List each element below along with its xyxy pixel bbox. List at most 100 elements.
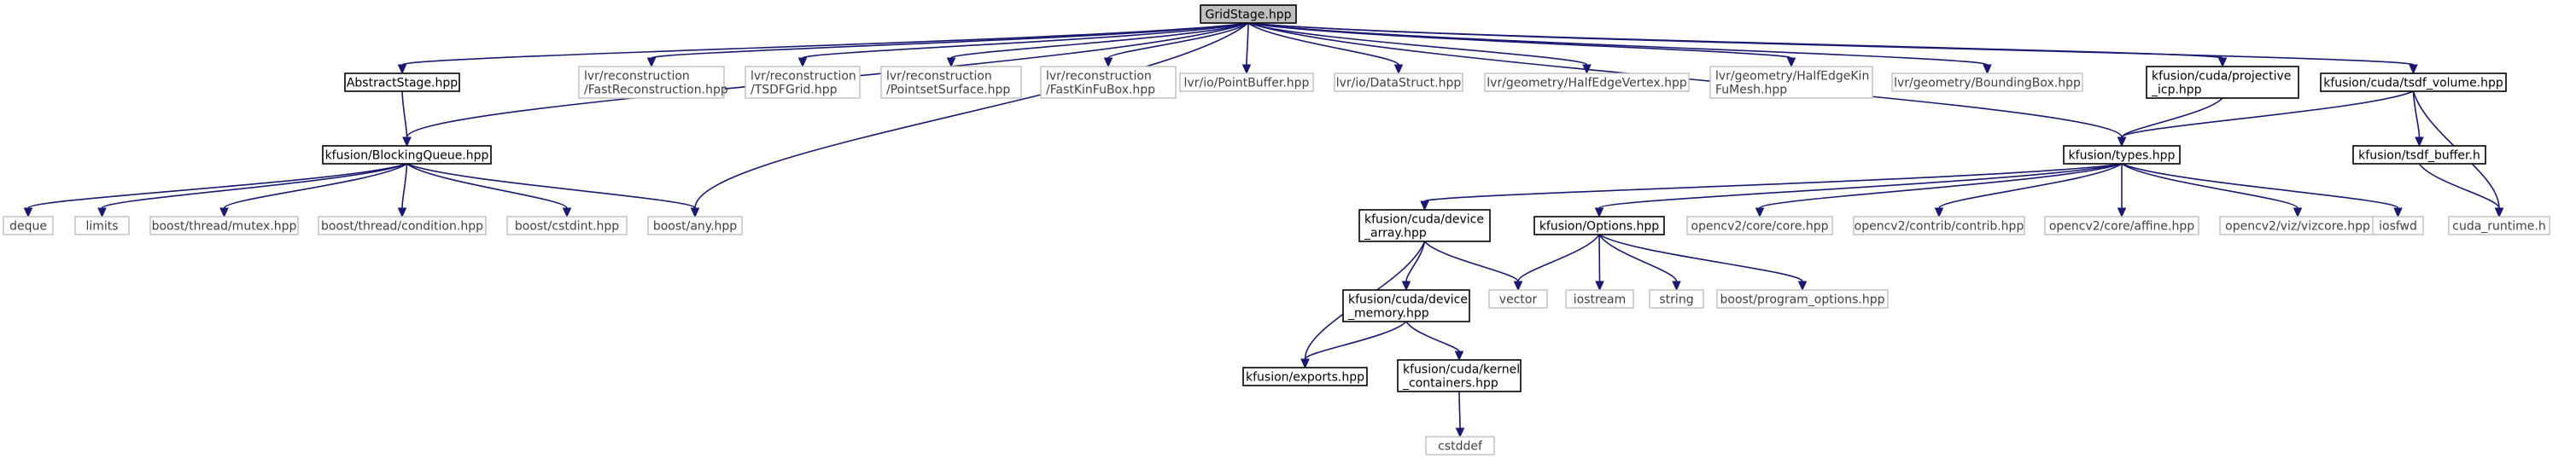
node-kernelcontainers[interactable]: kfusion/cuda/kernel_containers.hpp xyxy=(1397,359,1522,392)
edge-gridstage-to-tsdfgrid xyxy=(802,22,1249,59)
edge-gridstage-to-boundingbox xyxy=(1247,22,1989,66)
node-box xyxy=(1686,216,1833,235)
node-label: kfusion/cuda/device xyxy=(1364,213,1484,227)
node-label: kfusion/cuda/tsdf_volume.hpp xyxy=(2323,77,2503,90)
node-projectiveicp[interactable]: kfusion/cuda/projective_icp.hpp xyxy=(2146,66,2299,99)
arrowhead-icon xyxy=(1103,57,1113,68)
node-label: FuMesh.hpp xyxy=(1715,84,1787,97)
edge-gridstage-to-abstractstage xyxy=(401,22,1249,66)
node-box xyxy=(1891,72,2083,92)
arrowhead-icon xyxy=(1241,64,1252,75)
node-cvcore[interactable]: opencv2/core/core.hpp xyxy=(1686,216,1833,235)
node-box xyxy=(1242,367,1368,386)
node-label: lvr/reconstruction xyxy=(1046,70,1152,84)
node-label: /TSDFGrid.hpp xyxy=(751,84,838,97)
node-boundingbox[interactable]: lvr/geometry/BoundingBox.hpp xyxy=(1891,72,2083,92)
edge-blockingqueue-to-limits xyxy=(101,163,407,209)
node-iosfwd[interactable]: iosfwd xyxy=(2372,216,2424,235)
node-fastkinfubox[interactable]: lvr/reconstruction/FastKinFuBox.hpp xyxy=(1040,66,1177,99)
node-box xyxy=(318,216,487,235)
node-box xyxy=(880,66,1022,99)
node-exports[interactable]: kfusion/exports.hpp xyxy=(1242,367,1368,386)
arrowhead-icon xyxy=(1513,281,1523,292)
arrowhead-icon xyxy=(1934,207,1944,218)
node-tsdfgrid[interactable]: lvr/reconstruction/TSDFGrid.hpp xyxy=(745,66,861,99)
arrowhead-icon xyxy=(1393,64,1404,75)
node-devicearray[interactable]: kfusion/cuda/device_array.hpp xyxy=(1358,209,1491,242)
node-label: /PointsetSurface.hpp xyxy=(886,84,1010,97)
node-label: kfusion/BlockingQueue.hpp xyxy=(325,149,489,163)
arrowhead-icon xyxy=(1420,200,1429,212)
node-label: _array.hpp xyxy=(1364,227,1427,241)
arrowhead-icon xyxy=(1455,427,1465,438)
node-devicememory[interactable]: kfusion/cuda/device_memory.hpp xyxy=(1342,289,1470,322)
edge-abstractstage-to-blockingqueue xyxy=(401,90,408,138)
node-tsdfbuffer[interactable]: kfusion/tsdf_buffer.h xyxy=(2352,145,2486,165)
node-cvaffine[interactable]: opencv2/core/affine.hpp xyxy=(2044,216,2199,235)
node-tsdfvolume[interactable]: kfusion/cuda/tsdf_volume.hpp xyxy=(2320,72,2507,92)
node-box xyxy=(2320,72,2507,92)
node-cstddef[interactable]: cstddef xyxy=(1425,436,1495,455)
node-blockingqueue[interactable]: kfusion/BlockingQueue.hpp xyxy=(322,145,492,165)
node-limits[interactable]: limits xyxy=(74,216,130,235)
node-types[interactable]: kfusion/types.hpp xyxy=(2063,145,2181,165)
node-label: lvr/reconstruction xyxy=(751,70,856,84)
node-gridstage[interactable]: GridStage.hpp xyxy=(1200,4,1297,24)
node-label: AbstractStage.hpp xyxy=(347,77,458,90)
node-label: _icp.hpp xyxy=(2151,84,2202,97)
node-cvcontrib[interactable]: opencv2/contrib/contrib.hpp xyxy=(1853,216,2025,235)
node-pointsetsurface[interactable]: lvr/reconstruction/PointsetSurface.hpp xyxy=(880,66,1022,99)
edge-gridstage-to-halfedgevertex xyxy=(1247,22,1588,66)
node-abstractstage[interactable]: AbstractStage.hpp xyxy=(344,72,460,92)
node-box xyxy=(1425,436,1495,455)
edges-layer xyxy=(23,22,2504,438)
edge-blockingqueue-to-cstdint xyxy=(406,163,568,209)
edge-types-to-options xyxy=(1598,163,2123,209)
edge-tsdfvolume-to-types xyxy=(2121,90,2414,138)
node-halfedgevertex[interactable]: lvr/geometry/HalfEdgeVertex.hpp xyxy=(1484,72,1690,92)
node-vizcore[interactable]: opencv2/viz/vizcore.hpp xyxy=(2219,216,2376,235)
node-datastruct[interactable]: lvr/io/DataStruct.hpp xyxy=(1334,72,1463,92)
arrowhead-icon xyxy=(2117,136,2127,148)
node-cstdint[interactable]: boost/cstdint.hpp xyxy=(506,216,628,235)
node-options[interactable]: kfusion/Options.hpp xyxy=(1533,216,1665,235)
edge-options-to-iostream xyxy=(1598,234,1601,282)
arrowhead-icon xyxy=(1454,351,1464,362)
edge-projectiveicp-to-types xyxy=(2121,97,2223,138)
node-deque[interactable]: deque xyxy=(3,216,54,235)
arrowhead-icon xyxy=(402,136,412,148)
node-any[interactable]: boost/any.hpp xyxy=(647,216,743,235)
node-box xyxy=(1397,359,1522,392)
node-programoptions[interactable]: boost/program_options.hpp xyxy=(1716,289,1889,309)
node-fastrecon[interactable]: lvr/reconstruction/FastReconstruction.hp… xyxy=(578,66,728,99)
node-label: lvr/geometry/BoundingBox.hpp xyxy=(1894,77,2081,90)
node-box xyxy=(1853,216,2025,235)
node-string[interactable]: string xyxy=(1649,289,1704,309)
node-label: /FastKinFuBox.hpp xyxy=(1046,84,1155,97)
node-vector[interactable]: vector xyxy=(1488,289,1548,309)
node-box xyxy=(1565,289,1634,309)
node-mutex[interactable]: boost/thread/mutex.hpp xyxy=(149,216,299,235)
node-box xyxy=(149,216,299,235)
node-iostream[interactable]: iostream xyxy=(1565,289,1634,309)
arrowhead-icon xyxy=(2217,57,2228,68)
arrowhead-icon xyxy=(946,57,956,68)
node-pointbuffer[interactable]: lvr/io/PointBuffer.hpp xyxy=(1179,72,1314,92)
node-cudaruntime[interactable]: cuda_runtime.h xyxy=(2448,216,2550,235)
node-box xyxy=(1179,72,1314,92)
node-condition[interactable]: boost/thread/condition.hpp xyxy=(318,216,487,235)
node-box xyxy=(322,145,492,165)
node-label: limits xyxy=(85,220,118,234)
node-label: cuda_runtime.h xyxy=(2452,220,2546,234)
arrowhead-icon xyxy=(97,207,107,218)
node-box xyxy=(2372,216,2424,235)
arrowhead-icon xyxy=(397,207,407,218)
node-label: kfusion/cuda/device xyxy=(1348,293,1468,307)
node-label: cstddef xyxy=(1438,440,1483,454)
node-box xyxy=(1040,66,1177,99)
arrowhead-icon xyxy=(219,207,229,218)
arrowhead-icon xyxy=(1594,207,1604,218)
edge-gridstage-to-fastkinfubox xyxy=(1107,22,1249,59)
